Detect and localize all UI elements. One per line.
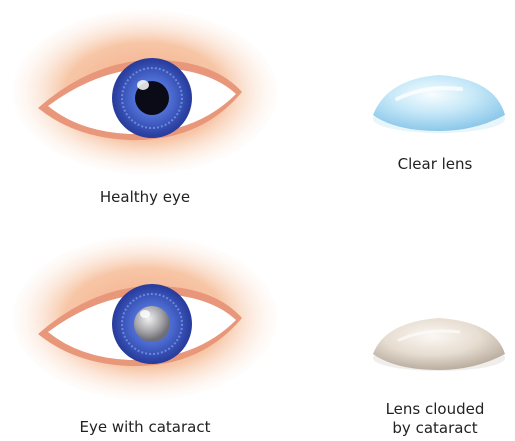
clouded-lens-caption: Lens clouded by cataract: [355, 400, 515, 438]
clear-lens-caption: Clear lens: [355, 155, 515, 173]
clouded-lens-caption-line-2: by cataract: [355, 419, 515, 438]
clear-lens-panel: Clear lens: [355, 55, 515, 185]
healthy-eye-panel: Healthy eye: [0, 0, 280, 215]
clear-lens-icon: [355, 55, 515, 145]
clouded-lens-panel: Lens clouded by cataract: [355, 300, 515, 441]
cataract-eye-caption: Eye with cataract: [0, 418, 290, 436]
healthy-eye-caption: Healthy eye: [0, 188, 290, 206]
clouded-lens-caption-line-1: Lens clouded: [355, 400, 515, 419]
clouded-lens-icon: [355, 300, 515, 380]
cataract-eye-panel: Eye with cataract: [0, 228, 280, 441]
clear-lens-caption-line: Clear lens: [355, 155, 515, 173]
cataract-eye-icon: [0, 228, 280, 413]
healthy-eye-icon: [0, 0, 280, 190]
